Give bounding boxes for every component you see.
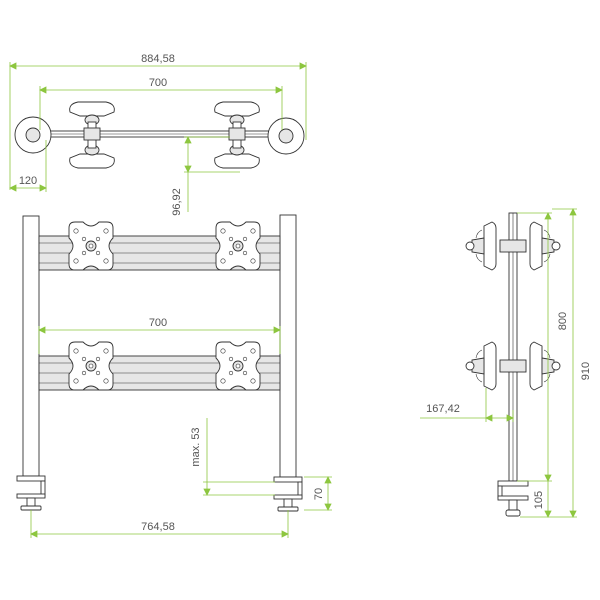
side-dimensions: 167,42 800 910 105	[420, 208, 592, 518]
dim-side-910: 910	[580, 362, 592, 380]
top-dimensions: 884,58 700 120 96,92	[9, 53, 307, 216]
dim-top-offset: 120	[19, 175, 37, 187]
dim-top-depth: 96,92	[171, 188, 183, 216]
top-view	[14, 101, 305, 169]
side-view	[465, 212, 561, 517]
clamp-right	[273, 476, 303, 512]
front-view	[16, 214, 303, 512]
vesa-plate-upper-left	[68, 221, 114, 271]
front-dimensions: 700 max. 53 70 764,58	[30, 317, 332, 538]
dim-front-rail: 700	[149, 317, 167, 329]
right-post	[279, 214, 297, 478]
dim-top-total: 884,58	[141, 53, 175, 65]
dim-front-base: 764,58	[141, 521, 175, 533]
vesa-plate-upper-right	[215, 221, 261, 271]
left-post	[22, 215, 40, 477]
dim-side-offset: 167,42	[426, 403, 460, 415]
vesa-plate-lower-left	[68, 341, 114, 391]
dim-side-800: 800	[557, 312, 569, 330]
dim-front-clearance: max. 53	[190, 427, 202, 466]
dim-top-rail: 700	[149, 77, 167, 89]
clamp-left	[16, 475, 46, 511]
dim-side-105: 105	[533, 491, 545, 509]
vesa-plate-lower-right	[215, 341, 261, 391]
dim-front-clamp: 70	[313, 488, 325, 500]
